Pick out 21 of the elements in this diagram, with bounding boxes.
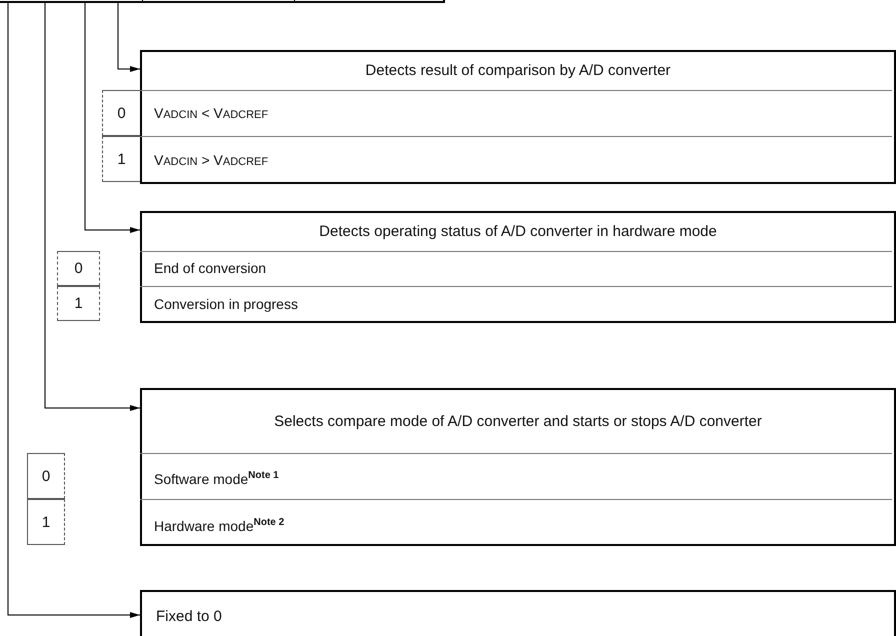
table-heading: Detects result of comparison by A/D converter (364, 61, 672, 81)
description-text: Software mode$^{Note 1}$ (140, 453, 892, 499)
bit-value: 0 (27, 453, 65, 499)
bit-value: 0 (57, 251, 100, 286)
description-text: Fixed to 0 (140, 590, 896, 636)
description-table (140, 50, 896, 184)
arrow (8, 2, 140, 618)
description-text: End of conversion (140, 251, 892, 286)
table-heading: Selects compare mode of A/D converter and starts or stops A/D converter (273, 412, 763, 432)
description-table (140, 388, 896, 546)
arrow (44, 2, 140, 411)
description-text: Hardware mode$^{Note 2}$ (140, 499, 892, 546)
bit-value: 1 (27, 499, 65, 545)
arrow (118, 2, 140, 72)
bit-value: 1 (57, 286, 100, 321)
description-text: Conversion in progress (140, 286, 892, 323)
bit-value: 1 (102, 136, 140, 182)
arrow (84, 2, 140, 233)
description-table (140, 211, 896, 323)
bit-value: 0 (102, 90, 140, 136)
table-heading: Detects operating status of A/D converter in hardware mode (318, 222, 718, 242)
